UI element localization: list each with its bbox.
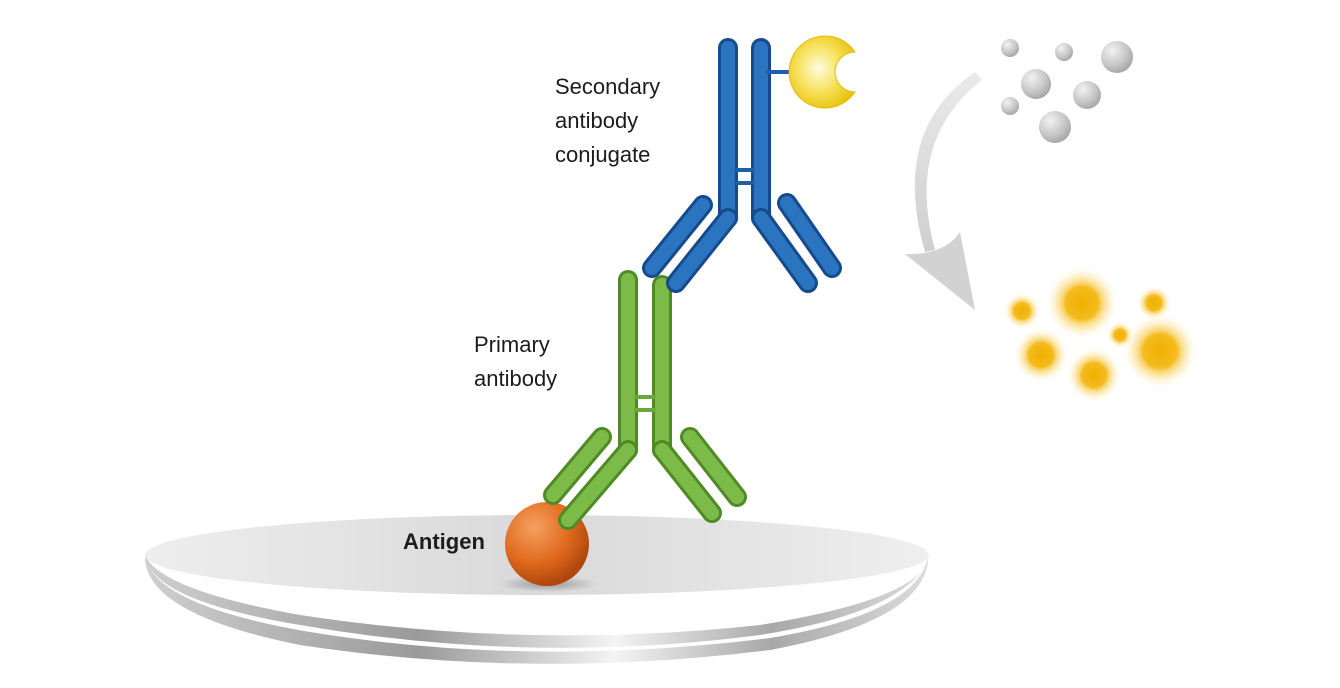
secondary-label-line-2: antibody: [555, 108, 639, 133]
antigen-label-text: Antigen: [403, 529, 485, 554]
primary-antibody: [543, 270, 747, 530]
antigen-label: Antigen: [403, 525, 485, 559]
product-particles: [1004, 267, 1197, 402]
pacman-enzyme-icon: [788, 35, 856, 109]
primary-antibody-label: Primary antibody: [474, 328, 557, 396]
primary-label-line-1: Primary: [474, 332, 550, 357]
primary-label-line-2: antibody: [474, 366, 558, 391]
secondary-label-line-1: Secondary: [555, 74, 661, 99]
secondary-label-line-3: conjugate: [555, 142, 651, 167]
secondary-antibody: [642, 38, 842, 293]
substrate-particles: [1001, 39, 1133, 143]
curved-arrow-icon: [905, 72, 982, 310]
secondary-antibody-label: Secondary antibody conjugate: [555, 70, 660, 172]
